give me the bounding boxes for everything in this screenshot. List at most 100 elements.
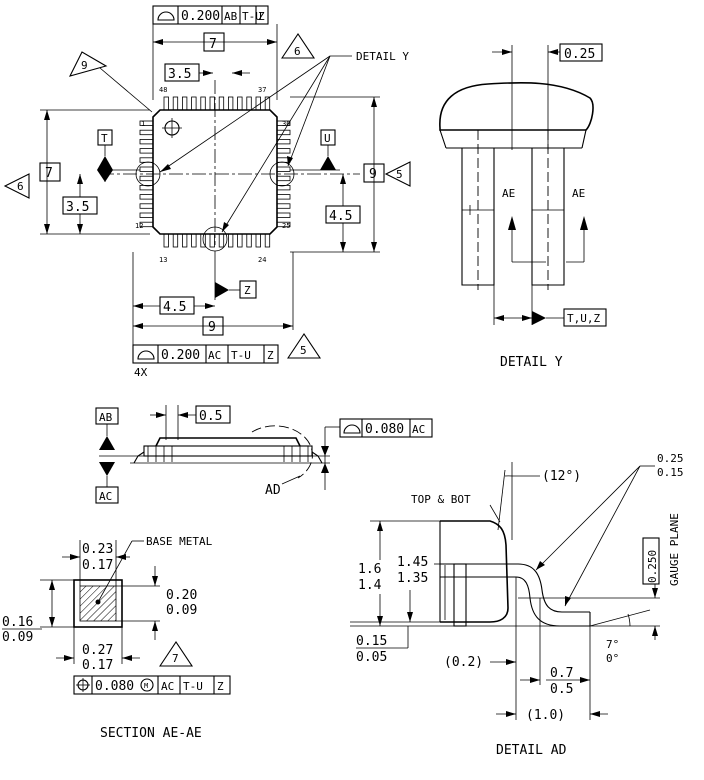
- svg-text:1.4: 1.4: [358, 578, 382, 593]
- lead: [181, 96, 188, 111]
- svg-text:0.17: 0.17: [82, 558, 113, 573]
- lead: [209, 96, 215, 111]
- side-view: AB AC 0.5 AD: [95, 405, 433, 504]
- svg-text:0.15: 0.15: [657, 466, 684, 479]
- svg-text:BASE METAL: BASE METAL: [146, 535, 213, 548]
- detail-y: 0.25 AE AE T,U,Z DETAIL Y: [439, 43, 607, 370]
- svg-text:6: 6: [294, 45, 301, 58]
- lead: [191, 233, 197, 248]
- svg-text:4X: 4X: [134, 366, 148, 379]
- lead: [139, 175, 154, 182]
- leads-right: [276, 120, 291, 228]
- section-ae: BASE METAL 0.23 0.17 0.20 0.09 0.16 0.09: [2, 535, 231, 741]
- lead: [139, 184, 154, 191]
- svg-text:TOP & BOT: TOP & BOT: [411, 493, 471, 506]
- svg-text:0.17: 0.17: [82, 658, 113, 673]
- lead: [227, 96, 234, 111]
- svg-text:0.09: 0.09: [166, 603, 197, 618]
- svg-text:3.5: 3.5: [168, 67, 191, 82]
- lead: [276, 120, 291, 126]
- svg-text:7: 7: [172, 652, 179, 665]
- lead: [200, 233, 206, 248]
- svg-text:0.080: 0.080: [95, 679, 134, 694]
- svg-text:DETAIL Y: DETAIL Y: [500, 355, 563, 370]
- lead: [218, 96, 225, 111]
- lead: [172, 233, 179, 248]
- lead: [139, 148, 154, 154]
- svg-text:0.7: 0.7: [550, 666, 573, 681]
- svg-text:5: 5: [396, 168, 403, 181]
- lead: [209, 233, 215, 248]
- svg-text:AC: AC: [161, 680, 174, 693]
- svg-text:37: 37: [258, 86, 266, 94]
- lead: [139, 221, 154, 228]
- package-body: [100, 80, 360, 245]
- svg-text:(1.0): (1.0): [526, 708, 565, 723]
- svg-text:9: 9: [81, 59, 88, 72]
- svg-text:1: 1: [141, 120, 145, 128]
- svg-text:0.5: 0.5: [199, 409, 222, 424]
- svg-text:0.250: 0.250: [646, 550, 659, 583]
- svg-text:GAUGE PLANE: GAUGE PLANE: [668, 513, 681, 586]
- svg-text:T-U: T-U: [183, 680, 203, 693]
- svg-text:AD: AD: [265, 483, 281, 498]
- profile-surface-icon: [157, 11, 175, 21]
- svg-text:6: 6: [17, 180, 24, 193]
- svg-text:0.20: 0.20: [166, 588, 197, 603]
- svg-text:7: 7: [209, 37, 217, 52]
- leads-top: [163, 96, 271, 111]
- svg-text:T: T: [101, 132, 108, 145]
- svg-text:0.27: 0.27: [82, 643, 113, 658]
- lead: [246, 96, 252, 111]
- svg-text:AE: AE: [572, 187, 585, 200]
- lead: [276, 129, 291, 136]
- svg-text:AC: AC: [412, 423, 425, 436]
- lead: [276, 184, 291, 191]
- svg-text:0°: 0°: [606, 652, 619, 665]
- lead: [139, 138, 154, 145]
- svg-text:9: 9: [369, 167, 377, 182]
- svg-text:25: 25: [282, 222, 290, 230]
- leads-left: [139, 120, 154, 228]
- lead: [181, 233, 188, 248]
- svg-text:AC: AC: [208, 349, 221, 362]
- lead: [172, 96, 179, 111]
- svg-text:24: 24: [258, 256, 266, 264]
- lead: [139, 157, 154, 163]
- svg-text:Z: Z: [244, 284, 251, 297]
- svg-text:SECTION AE-AE: SECTION AE-AE: [100, 726, 202, 741]
- svg-text:0.25: 0.25: [657, 452, 684, 465]
- svg-text:0.200: 0.200: [181, 9, 220, 24]
- top-view: 0.200 AB T-U Z 7 6 9 3.5: [3, 5, 411, 379]
- svg-text:T,U,Z: T,U,Z: [567, 312, 600, 325]
- svg-text:13: 13: [159, 256, 167, 264]
- svg-text:(0.2): (0.2): [444, 655, 483, 670]
- lead: [276, 212, 291, 218]
- lead: [163, 233, 169, 248]
- svg-text:0.23: 0.23: [82, 542, 113, 557]
- lead: [264, 233, 271, 248]
- svg-text:Z: Z: [217, 680, 224, 693]
- lead: [276, 194, 291, 200]
- svg-text:DETAIL Y: DETAIL Y: [356, 50, 409, 63]
- svg-text:U: U: [324, 132, 331, 145]
- profile-surface-icon: [343, 424, 361, 434]
- lead: [246, 233, 252, 248]
- svg-text:Z: Z: [258, 10, 265, 23]
- mmc-modifier-icon: [140, 678, 154, 692]
- svg-text:M: M: [144, 682, 148, 690]
- lead: [139, 212, 154, 218]
- lead: [276, 221, 291, 228]
- svg-text:AB: AB: [224, 10, 238, 23]
- position-icon: [76, 678, 90, 692]
- svg-text:1.6: 1.6: [358, 562, 381, 577]
- lead: [276, 138, 291, 145]
- svg-text:AC: AC: [99, 490, 112, 503]
- lead: [276, 203, 291, 209]
- svg-text:0.09: 0.09: [2, 630, 33, 645]
- lead: [264, 96, 271, 111]
- lead: [139, 194, 154, 200]
- svg-text:7: 7: [45, 166, 53, 181]
- lead: [276, 166, 291, 172]
- svg-text:0.05: 0.05: [356, 650, 387, 665]
